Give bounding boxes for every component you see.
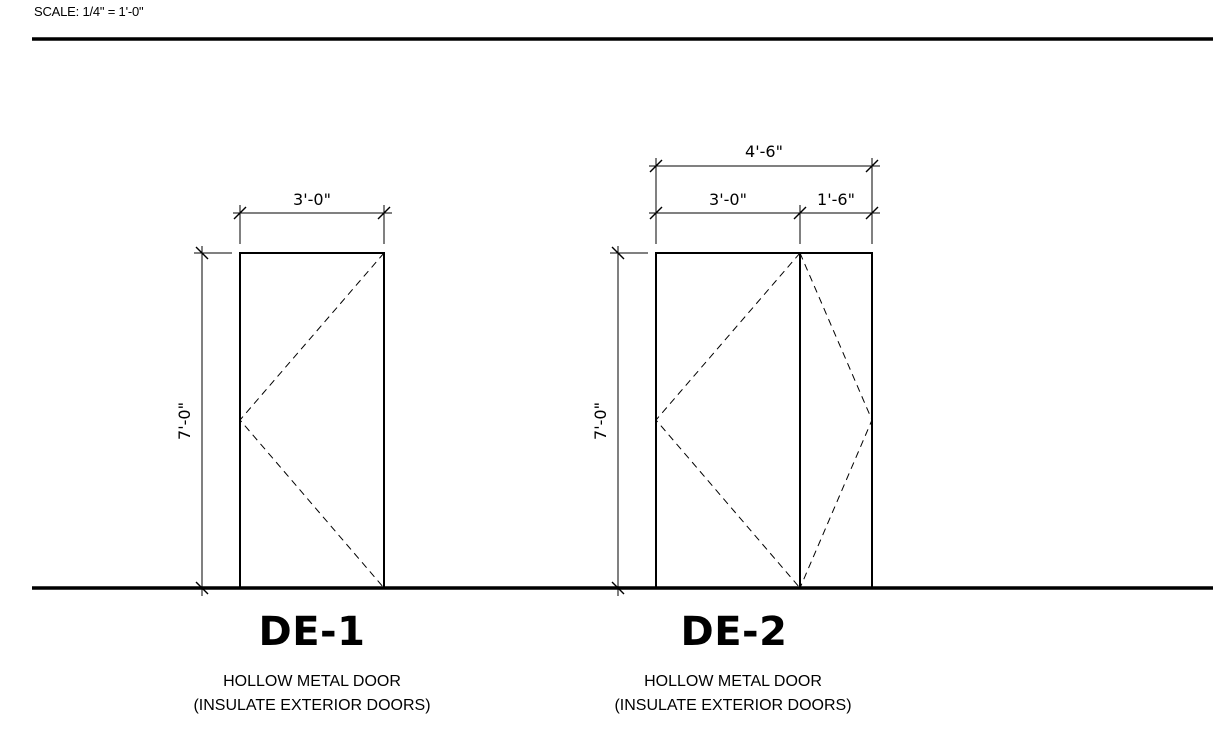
door-de2-height-dimension [610, 246, 648, 596]
door-de1-description-line2: (INSULATE EXTERIOR DOORS) [193, 697, 431, 714]
door-de1-height-dimension [194, 246, 232, 596]
door-de2-height-label: 7'-0" [591, 402, 610, 440]
door-de1-width-label: 3'-0" [293, 190, 331, 209]
door-de2-description-line1: HOLLOW METAL DOOR [644, 673, 822, 690]
scale-note: SCALE: 1/4" = 1'-0" [34, 4, 144, 19]
door-de2-overall-width-dimension [649, 158, 880, 244]
door-de2-elevation [655, 252, 873, 589]
door-de1-frame [239, 252, 385, 589]
door-de2-sidelite-indicator [799, 252, 873, 589]
door-de2-sidelite-width-label: 1'-6" [817, 190, 855, 209]
door-de2-frame [655, 252, 873, 589]
door-de1-description: HOLLOW METAL DOOR (INSULATE EXTERIOR DOO… [142, 670, 482, 718]
door-de2-description-line2: (INSULATE EXTERIOR DOORS) [614, 697, 852, 714]
door-de1-description-line1: HOLLOW METAL DOOR [223, 673, 401, 690]
door-de2-overall-width-label: 4'-6" [745, 142, 783, 161]
door-de2-description: HOLLOW METAL DOOR (INSULATE EXTERIOR DOO… [563, 670, 903, 718]
door-de1-height-label: 7'-0" [175, 402, 194, 440]
door-de2-swing-indicator [655, 252, 801, 589]
door-de1-tag: DE-1 [258, 609, 366, 655]
door-de1-width-dimension [233, 205, 392, 244]
door-de1-elevation [239, 252, 385, 589]
door-de1-swing-indicator [239, 252, 385, 589]
door-de2-split-width-dimension [649, 205, 880, 244]
door-de2-tag: DE-2 [680, 609, 788, 655]
door-de2-door-width-label: 3'-0" [709, 190, 747, 209]
